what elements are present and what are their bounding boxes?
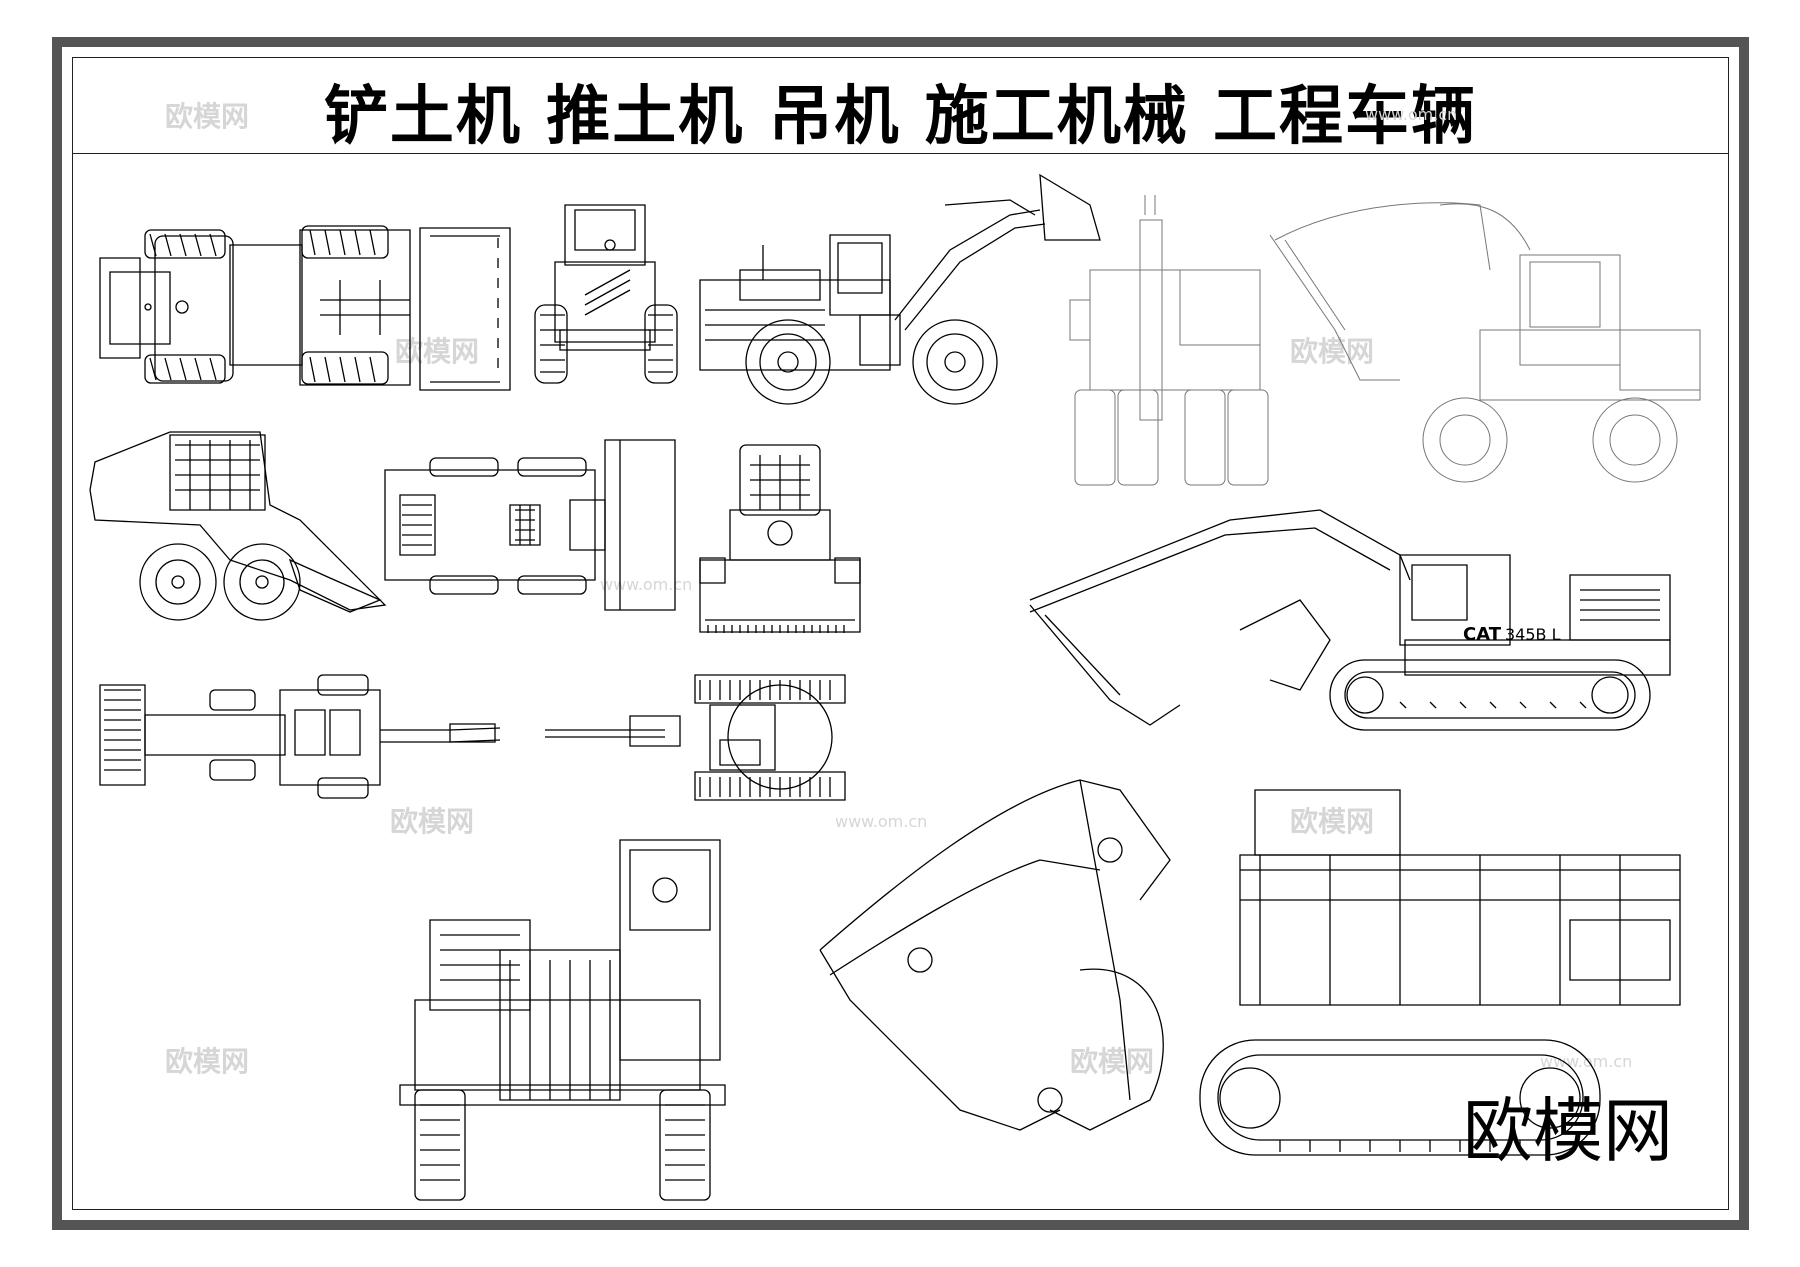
- watermark-url: www.om.cn: [1365, 105, 1458, 124]
- watermark-url: www.om.cn: [1540, 1052, 1633, 1071]
- mini-excavator-top-view: [545, 675, 845, 800]
- excavator-model-label: 345B L: [1505, 625, 1561, 644]
- watermark: 欧模网: [1070, 1045, 1155, 1078]
- wheel-loader-side-view: [700, 175, 1100, 404]
- cat-logo-text: CAT: [1463, 624, 1502, 645]
- wheel-loader-top-view: [100, 226, 510, 390]
- watermark: 欧模网: [165, 1045, 250, 1078]
- mining-excavator-front-view: [400, 840, 725, 1200]
- brand-watermark: 欧模网: [1463, 1090, 1673, 1172]
- title-bar: 铲土机 推土机 吊机 施工机械 工程车辆: [72, 57, 1729, 154]
- dozer-top-view: [385, 440, 675, 610]
- mining-excavator-side-view: [820, 780, 1680, 1155]
- sheet-title: 铲土机 推土机 吊机 施工机械 工程车辆: [323, 80, 1478, 154]
- watermark: 欧模网: [395, 335, 480, 368]
- wheeled-excavator-side-view: [1270, 203, 1700, 482]
- skid-steer-side-view: [90, 432, 385, 620]
- watermark-url: www.om.cn: [600, 575, 693, 594]
- outer-frame: [52, 37, 1749, 1230]
- watermark: 欧模网: [165, 100, 250, 133]
- inner-frame: [72, 57, 1729, 1210]
- crawler-excavator-345bl: CAT 345B L: [1030, 510, 1670, 730]
- compactor-rear-view: [700, 445, 860, 633]
- watermark: 欧模网: [1290, 805, 1375, 838]
- watermark-url: www.om.cn: [835, 812, 928, 831]
- watermark: 欧模网: [390, 805, 475, 838]
- wheeled-excavator-front-view: [1070, 195, 1268, 485]
- watermark: 欧模网: [1290, 335, 1375, 368]
- backhoe-top-view: [100, 675, 500, 798]
- dozer-front-view: [535, 205, 677, 383]
